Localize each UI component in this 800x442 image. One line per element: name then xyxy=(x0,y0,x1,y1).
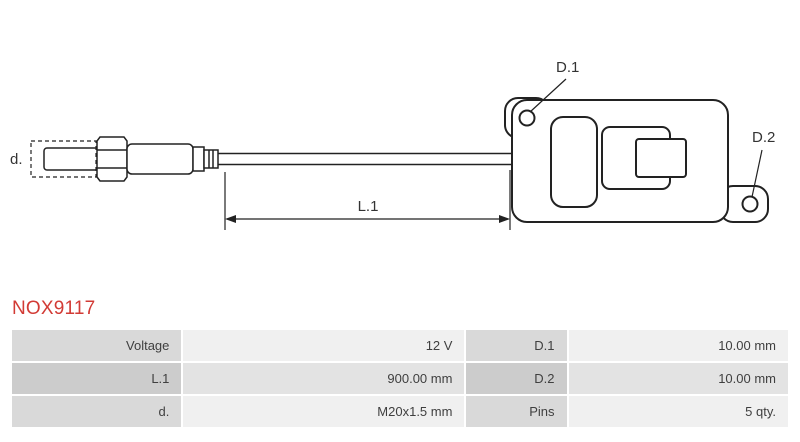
cable-ribs xyxy=(203,149,219,169)
dimension-arrows xyxy=(225,215,510,223)
spec-value-cell: 900.00 mm xyxy=(183,363,465,394)
spec-label-cell: Pins xyxy=(466,396,567,427)
l1-arrow-left xyxy=(225,215,236,223)
spec-label-cell: L.1 xyxy=(12,363,182,394)
sensor-drawing: d. L.1 D.1 D.2 xyxy=(10,59,775,230)
module xyxy=(504,97,769,223)
dimension-lines xyxy=(224,78,763,230)
spec-value-cell: 10.00 mm xyxy=(568,330,788,361)
d1-leader-line xyxy=(529,78,567,113)
spec-value-cell: M20x1.5 mm xyxy=(183,396,465,427)
dim-label-d1: D.1 xyxy=(556,59,579,76)
technical-diagram: d. L.1 D.1 D.2 xyxy=(10,59,775,230)
spec-row: d. M20x1.5 mm Pins 5 qty. xyxy=(12,396,788,427)
probe-assembly xyxy=(30,136,219,182)
spec-label-cell: d. xyxy=(12,396,182,427)
part-number: NOX9117 xyxy=(12,298,96,319)
mount-hole-d2 xyxy=(741,195,759,213)
mount-hole-d1 xyxy=(518,109,536,127)
diameter-dashed-box xyxy=(30,140,97,178)
spec-value-cell: 10.00 mm xyxy=(568,363,788,394)
probe-tip xyxy=(43,147,99,171)
body-step xyxy=(192,146,205,172)
d2-leader-line xyxy=(751,149,763,198)
cable xyxy=(218,152,514,166)
l1-arrow-right xyxy=(499,215,510,223)
spec-value-cell: 5 qty. xyxy=(568,396,788,427)
connector-inner xyxy=(635,138,687,178)
spec-label-cell: Voltage xyxy=(12,330,182,361)
spec-row: Voltage 12 V D.1 10.00 mm xyxy=(12,330,788,361)
hex-nut xyxy=(96,136,128,182)
spec-label-cell: D.2 xyxy=(466,363,567,394)
spec-label-cell: D.1 xyxy=(466,330,567,361)
spec-row: L.1 900.00 mm D.2 10.00 mm xyxy=(12,363,788,394)
sensor-body xyxy=(126,143,194,175)
dim-label-l1: L.1 xyxy=(358,198,379,215)
module-inner-block xyxy=(550,116,598,208)
spec-table: Voltage 12 V D.1 10.00 mm L.1 900.00 mm … xyxy=(10,328,790,429)
spec-value-cell: 12 V xyxy=(183,330,465,361)
dim-label-d: d. xyxy=(10,151,23,168)
dim-label-d2: D.2 xyxy=(752,129,775,146)
